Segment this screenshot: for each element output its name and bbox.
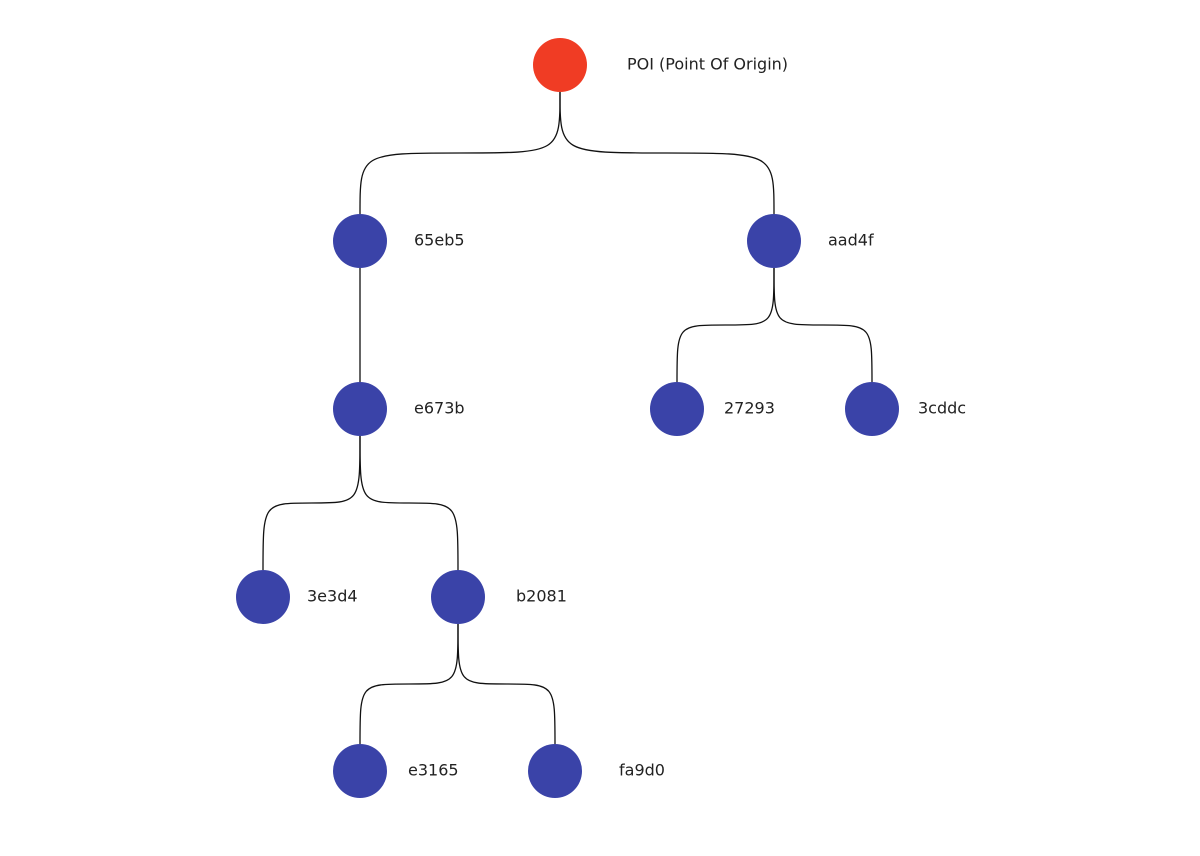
- node-label: e673b: [414, 399, 465, 418]
- node-circle[interactable]: [236, 570, 290, 624]
- node-label: 3e3d4: [307, 587, 358, 606]
- node-circle[interactable]: [845, 382, 899, 436]
- node-circle[interactable]: [528, 744, 582, 798]
- tree-node-27293[interactable]: 27293: [650, 382, 775, 436]
- edge-e673b-to-b2081: [359, 435, 459, 571]
- edge-e673b-to-3e3d4: [262, 435, 361, 571]
- edge-poi-to-aad4f: [559, 91, 775, 215]
- node-circle[interactable]: [650, 382, 704, 436]
- edge-aad4f-to-3cddc: [773, 267, 873, 383]
- node-label: b2081: [516, 587, 567, 606]
- tree-node-b2081[interactable]: b2081: [431, 570, 567, 624]
- root-node-circle[interactable]: [533, 38, 587, 92]
- tree-node-e3165[interactable]: e3165: [333, 744, 459, 798]
- tree-node-e673b[interactable]: e673b: [333, 382, 465, 436]
- edge-poi-to-65eb5: [359, 91, 561, 215]
- node-circle[interactable]: [431, 570, 485, 624]
- node-label: 65eb5: [414, 231, 465, 250]
- tree-node-3e3d4[interactable]: 3e3d4: [236, 570, 358, 624]
- node-circle[interactable]: [333, 382, 387, 436]
- tree-edges: [262, 91, 873, 745]
- tree-node-aad4f[interactable]: aad4f: [747, 214, 874, 268]
- node-circle[interactable]: [747, 214, 801, 268]
- tree-node-3cddc[interactable]: 3cddc: [845, 382, 966, 436]
- edge-b2081-to-e3165: [359, 623, 459, 745]
- node-label: fa9d0: [619, 761, 665, 780]
- node-circle[interactable]: [333, 214, 387, 268]
- node-circle[interactable]: [333, 744, 387, 798]
- edge-b2081-to-fa9d0: [457, 623, 556, 745]
- tree-node-65eb5[interactable]: 65eb5: [333, 214, 465, 268]
- edge-aad4f-to-27293: [676, 267, 775, 383]
- tree-node-fa9d0[interactable]: fa9d0: [528, 744, 665, 798]
- node-label: 27293: [724, 399, 775, 418]
- node-label: aad4f: [828, 231, 874, 250]
- tree-node-root[interactable]: POI (Point Of Origin): [533, 38, 788, 92]
- node-label: 3cddc: [918, 399, 966, 418]
- tree-nodes: POI (Point Of Origin) 65eb5 e673b 3e3d4 b208…: [236, 38, 966, 798]
- node-label: e3165: [408, 761, 459, 780]
- root-node-label: POI (Point Of Origin): [627, 55, 788, 74]
